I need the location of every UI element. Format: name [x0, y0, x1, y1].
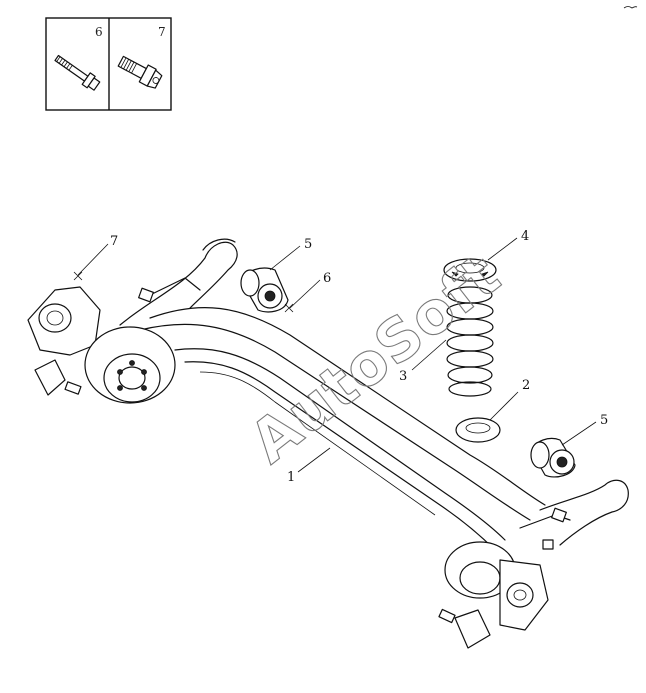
stud-bolt-with-nut-icon — [117, 55, 163, 89]
left-wheel-hub — [27, 286, 176, 404]
right-wheel-hub — [438, 541, 549, 649]
lower-spring-seat — [455, 417, 501, 443]
bolt-with-flange-nut-icon — [54, 54, 101, 91]
callout-1: 1 — [287, 470, 295, 485]
callout-4: 4 — [521, 229, 529, 244]
callout-2: 2 — [522, 378, 530, 393]
upper-spring-seat — [443, 258, 497, 282]
callout-3: 3 — [399, 369, 407, 384]
callouts: 1 2 3 4 5 5 6 7 — [73, 229, 608, 485]
inset-label-7: 7 — [158, 25, 166, 39]
callout-5-right: 5 — [600, 413, 608, 428]
inset-label-6: 6 — [95, 25, 103, 39]
coil-spring — [446, 286, 494, 397]
rear-axle-beam — [119, 238, 629, 551]
callout-5-top: 5 — [304, 237, 312, 252]
bushing-right — [530, 437, 576, 478]
bushing-top — [240, 267, 289, 313]
fastener-inset: 6 7 — [45, 17, 172, 111]
callout-6: 6 — [323, 271, 331, 286]
callout-7: 7 — [110, 234, 118, 249]
corner-mark — [623, 6, 638, 9]
